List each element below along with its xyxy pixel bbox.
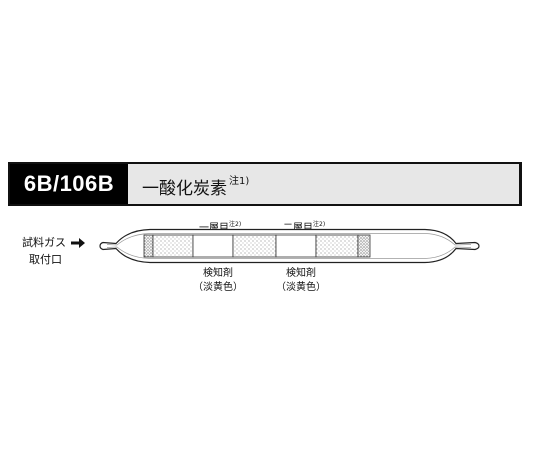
end-plug-left: [143, 234, 154, 258]
filler-middle: [232, 234, 277, 258]
end-plug-right: [357, 234, 371, 258]
gas-name: 一酸化炭素: [142, 179, 227, 199]
tube-inner-line: [106, 233, 472, 246]
sample-gas-inlet-label: 試料ガス 取付口: [22, 234, 86, 268]
filler-left: [152, 234, 194, 258]
reagent-label-1: 検知剤 （淡黄色）: [193, 268, 243, 293]
tube-inner-line-bottom: [106, 246, 472, 259]
title-bar: 6B/106B 一酸化炭素 注1): [8, 162, 522, 206]
reagent-label-2: 検知剤 （淡黄色）: [276, 268, 326, 293]
right-arrow-icon: [71, 237, 85, 248]
gas-note: 注1): [229, 176, 250, 187]
model-code: 6B/106B: [10, 164, 128, 204]
filler-right: [315, 234, 359, 258]
layer-2-label: 二層目注2): [283, 221, 326, 234]
inlet-label-line2: 取付口: [29, 253, 62, 266]
inlet-label-line1: 試料ガス: [22, 236, 66, 249]
gas-name-group: 一酸化炭素 注1): [128, 164, 249, 204]
layer-1-label: 一層目注2): [199, 221, 242, 234]
reagent-layer-1: [192, 234, 234, 258]
reagent-layer-2: [275, 234, 317, 258]
